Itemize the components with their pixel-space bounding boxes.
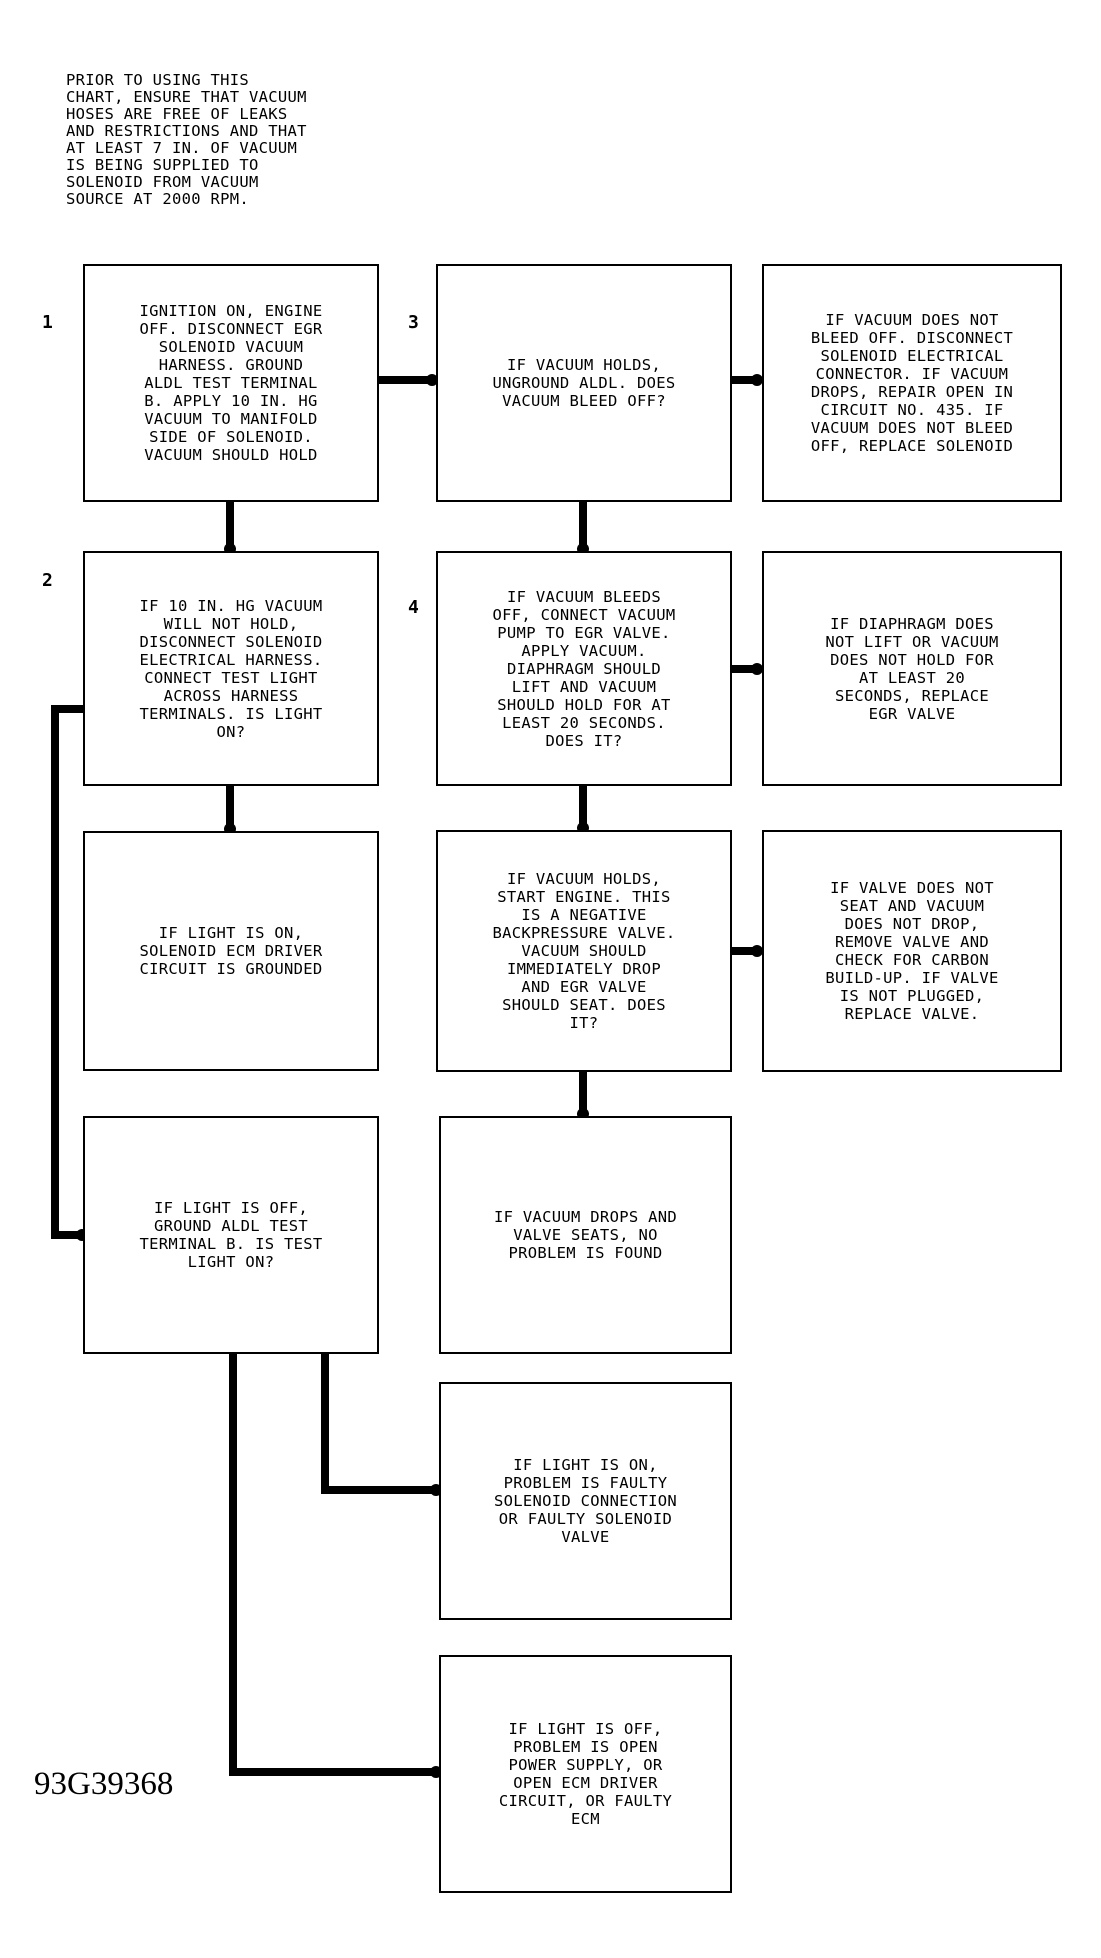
connector-2b-7 xyxy=(321,1354,436,1494)
step-3-box: IF VACUUM HOLDS, UNGROUND ALDL. DOES VAC… xyxy=(436,264,732,502)
arrowhead-5r xyxy=(751,945,763,957)
light-on-result-box: IF LIGHT IS ON, SOLENOID ECM DRIVER CIRC… xyxy=(83,831,379,1071)
step-2-text: IF 10 IN. HG VACUUM WILL NOT HOLD, DISCO… xyxy=(139,596,323,741)
step-5-text: IF VACUUM HOLDS, START ENGINE. THIS IS A… xyxy=(492,870,676,1032)
step-3-text: IF VACUUM HOLDS, UNGROUND ALDL. DOES VAC… xyxy=(492,356,676,410)
no-problem-text: IF VACUUM DROPS AND VALVE SEATS, NO PROB… xyxy=(493,1208,677,1262)
step-1-box: IGNITION ON, ENGINE OFF. DISCONNECT EGR … xyxy=(83,264,379,502)
figure-number: 93G39368 xyxy=(34,1766,174,1802)
step-2-box: IF 10 IN. HG VACUUM WILL NOT HOLD, DISCO… xyxy=(83,551,379,786)
step-number-1: 1 xyxy=(42,312,53,333)
arrowhead-4r xyxy=(751,663,763,675)
step-5-result-box: IF VALVE DOES NOT SEAT AND VACUUM DOES N… xyxy=(762,830,1062,1072)
step-1-text: IGNITION ON, ENGINE OFF. DISCONNECT EGR … xyxy=(139,302,323,464)
step-number-2: 2 xyxy=(42,570,53,591)
faulty-solenoid-text: IF LIGHT IS ON, PROBLEM IS FAULTY SOLENO… xyxy=(493,1456,677,1546)
step-4-result-box: IF DIAPHRAGM DOES NOT LIFT OR VACUUM DOE… xyxy=(762,551,1062,786)
open-power-supply-box: IF LIGHT IS OFF, PROBLEM IS OPEN POWER S… xyxy=(439,1655,732,1893)
light-off-check-box: IF LIGHT IS OFF, GROUND ALDL TEST TERMIN… xyxy=(83,1116,379,1354)
step-5-result-text: IF VALVE DOES NOT SEAT AND VACUUM DOES N… xyxy=(825,879,999,1023)
step-4-result-text: IF DIAPHRAGM DOES NOT LIFT OR VACUUM DOE… xyxy=(825,614,999,723)
step-5-box: IF VACUUM HOLDS, START ENGINE. THIS IS A… xyxy=(436,830,732,1072)
arrowhead-3 xyxy=(426,374,438,386)
step-3-result-text: IF VACUUM DOES NOT BLEED OFF. DISCONNECT… xyxy=(810,311,1014,455)
step-number-4: 4 xyxy=(408,597,419,618)
step-number-3: 3 xyxy=(408,312,419,333)
light-off-check-text: IF LIGHT IS OFF, GROUND ALDL TEST TERMIN… xyxy=(139,1199,323,1271)
light-on-result-text: IF LIGHT IS ON, SOLENOID ECM DRIVER CIRC… xyxy=(139,924,323,978)
open-power-supply-text: IF LIGHT IS OFF, PROBLEM IS OPEN POWER S… xyxy=(498,1720,673,1828)
arrowhead-3r xyxy=(751,374,763,386)
faulty-solenoid-box: IF LIGHT IS ON, PROBLEM IS FAULTY SOLENO… xyxy=(439,1382,732,1620)
connector-2-2b-loop xyxy=(51,705,83,1239)
intro-note: PRIOR TO USING THIS CHART, ENSURE THAT V… xyxy=(66,71,307,208)
no-problem-box: IF VACUUM DROPS AND VALVE SEATS, NO PROB… xyxy=(439,1116,732,1354)
step-4-text: IF VACUUM BLEEDS OFF, CONNECT VACUUM PUM… xyxy=(492,587,676,750)
step-3-result-box: IF VACUUM DOES NOT BLEED OFF. DISCONNECT… xyxy=(762,264,1062,502)
step-4-box: IF VACUUM BLEEDS OFF, CONNECT VACUUM PUM… xyxy=(436,551,732,786)
connector-2b-8 xyxy=(229,1354,436,1776)
